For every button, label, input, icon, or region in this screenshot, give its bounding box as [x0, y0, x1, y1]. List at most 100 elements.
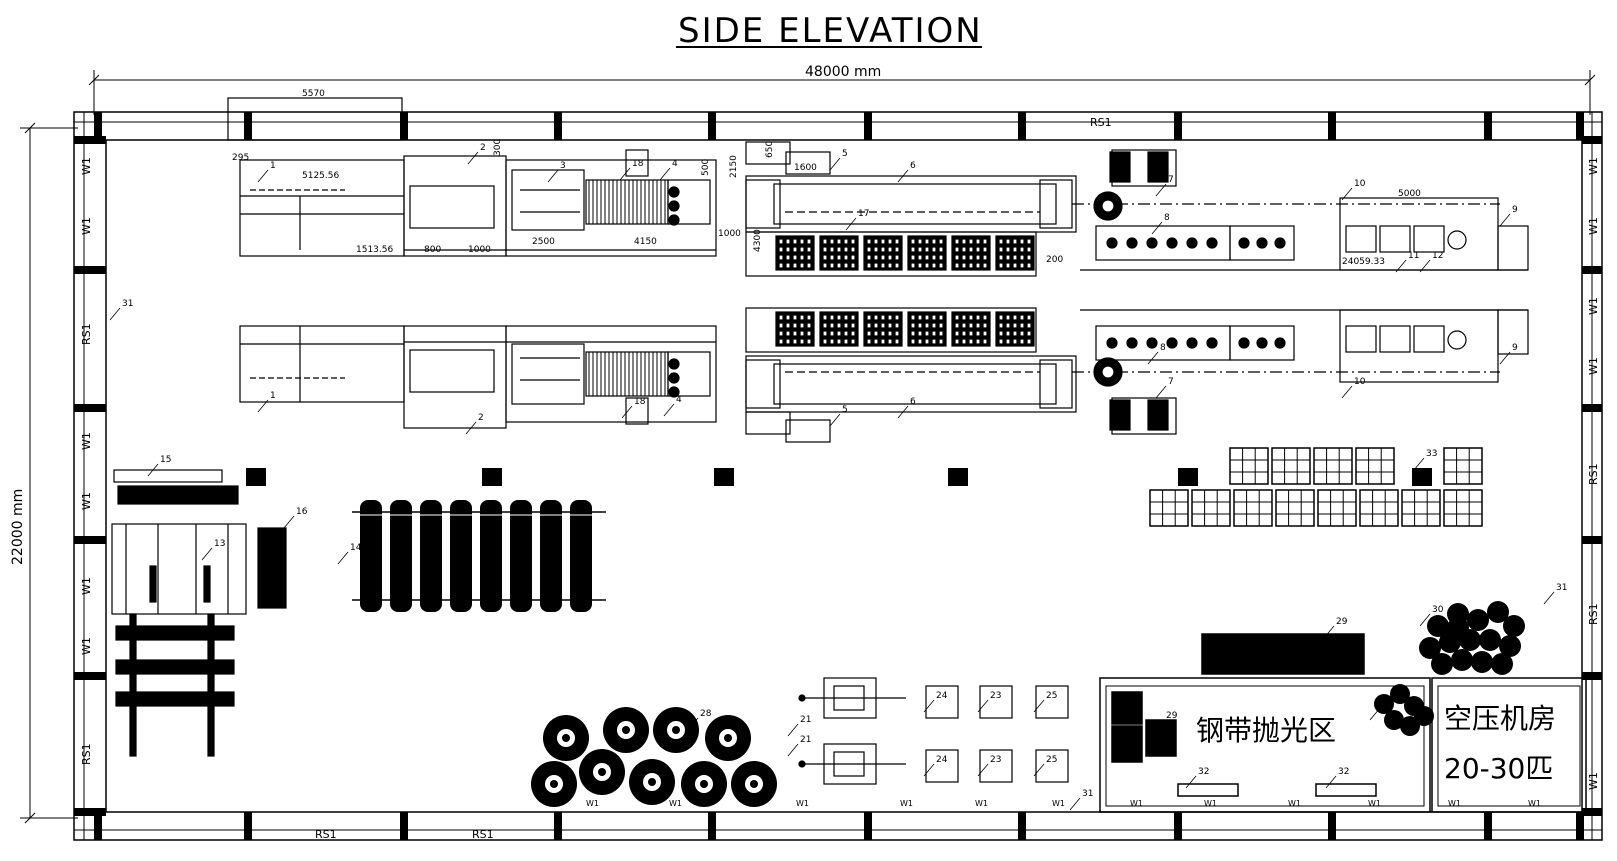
- roller-5: [1206, 337, 1218, 349]
- drawing-title: SIDE ELEVATION: [678, 11, 983, 51]
- wall-label-bottom-w1-8: W1: [1288, 799, 1301, 808]
- callout-5-17: 5: [842, 405, 848, 415]
- coil-rack-5: [510, 500, 532, 612]
- storage-grid-10: [1359, 489, 1399, 527]
- wall-label-bottom-rs1-a: RS1: [315, 828, 337, 841]
- callout-17-12: 17: [858, 209, 869, 219]
- tank-5: [1419, 637, 1441, 659]
- callout-16-25: 16: [296, 507, 308, 517]
- column-top-6: [1018, 112, 1026, 140]
- dim-5000: 5000: [1398, 189, 1421, 199]
- column-left-3: [74, 536, 106, 544]
- wall-label-bottom-w1-11: W1: [1528, 799, 1541, 808]
- callout-10-9: 10: [1354, 179, 1366, 189]
- column-top-1: [244, 112, 252, 140]
- storage-grid-5: [1149, 489, 1189, 527]
- callout-9-8: 9: [1512, 205, 1518, 215]
- wall-label-left-3: W1: [80, 432, 93, 450]
- storage-grid-3: [1355, 447, 1395, 485]
- storage-grid-12: [1443, 489, 1483, 527]
- production-line-lower: [239, 307, 1529, 443]
- tank-13: [1491, 653, 1513, 675]
- column-top-7: [1174, 112, 1182, 140]
- storage-grid-11: [1401, 489, 1441, 527]
- tank-8: [1479, 629, 1501, 651]
- production-line-upper: [227, 97, 1529, 277]
- coil-rack-0: [360, 500, 382, 612]
- dim-4150: 4150: [634, 237, 657, 247]
- dim-200: 200: [1046, 255, 1063, 265]
- polishing-area-label: 钢带抛光区: [1196, 714, 1336, 747]
- column-left-1: [74, 266, 106, 274]
- column-top-4: [708, 112, 716, 140]
- callout-31-29: 31: [1556, 583, 1567, 593]
- small-tank-cluster: [1374, 684, 1434, 736]
- wall-label-bottom-w1-3: W1: [900, 799, 913, 808]
- callout-32-37: 32: [1338, 767, 1349, 777]
- callout-7-19: 7: [1168, 377, 1174, 387]
- wall-label-bottom-w1-10: W1: [1448, 799, 1461, 808]
- callout-28-38: 28: [700, 709, 712, 719]
- tank-14: [1447, 617, 1469, 639]
- callout-3-2: 3: [560, 161, 566, 171]
- wall-label-right-3: W1: [1587, 357, 1600, 375]
- dim-1513: 1513.56: [356, 245, 393, 255]
- tank-3: [1487, 601, 1509, 623]
- column-bottom-0: [94, 812, 102, 840]
- column-right-1: [1582, 266, 1602, 274]
- wall-label-bottom-w1-1: W1: [669, 799, 682, 808]
- tank-10: [1431, 653, 1453, 675]
- roller-8: [1274, 337, 1286, 349]
- coil-rack-1: [390, 500, 412, 612]
- wall-label-bottom-w1-7: W1: [1204, 799, 1217, 808]
- storage-grid-6: [1191, 489, 1231, 527]
- column-left-0: [74, 136, 106, 144]
- roller-3: [1166, 237, 1178, 249]
- callout-31-28: 31: [122, 299, 133, 309]
- coil-rack-2: [420, 500, 442, 612]
- callout-9-21: 9: [1512, 343, 1518, 353]
- roller-3: [1166, 337, 1178, 349]
- callout-8-20: 8: [1160, 343, 1166, 353]
- coil-rack-7: [570, 500, 592, 612]
- callout-21-39: 21: [800, 715, 811, 725]
- grid-storage-area: [1149, 447, 1483, 527]
- column-top-8: [1328, 112, 1336, 140]
- callout-2-15: 2: [478, 413, 484, 423]
- storage-grid-4: [1443, 447, 1483, 485]
- wall-label-right-5: RS1: [1587, 603, 1600, 625]
- callout-29-34: 29: [1166, 711, 1178, 721]
- tank-4: [1503, 615, 1525, 637]
- column-top-10: [1576, 112, 1584, 140]
- wall-label-left-4: W1: [80, 492, 93, 510]
- callout-29-33: 29: [1336, 617, 1348, 627]
- wall-label-left-0: W1: [80, 157, 93, 175]
- roller-0: [1106, 237, 1118, 249]
- dim-295: 295: [232, 153, 249, 163]
- wall-label-left-2: RS1: [80, 323, 93, 345]
- small-machines: [798, 677, 1069, 785]
- callout-8-7: 8: [1164, 213, 1170, 223]
- column-right-5: [1582, 808, 1602, 816]
- roller-8: [1274, 237, 1286, 249]
- roller-2: [1146, 237, 1158, 249]
- column-right-2: [1582, 404, 1602, 412]
- floor-markers: [246, 468, 1432, 486]
- wall-label-right-6: W1: [1587, 772, 1600, 790]
- column-left-4: [74, 672, 106, 680]
- roller-4: [1186, 237, 1198, 249]
- column-bottom-10: [1576, 812, 1584, 840]
- callout-12-11: 12: [1432, 251, 1443, 261]
- compressor-room-label: 空压机房: [1444, 702, 1556, 735]
- roller-6: [1238, 237, 1250, 249]
- dim-1600: 1600: [794, 163, 817, 173]
- callout-11-10: 11: [1408, 251, 1419, 261]
- column-bottom-2: [400, 812, 408, 840]
- column-top-0: [94, 112, 102, 140]
- small-tank-1: [1390, 684, 1410, 704]
- dim-650: 650: [765, 141, 775, 158]
- dim-300: 300: [493, 139, 503, 156]
- callout-21-40: 21: [800, 735, 811, 745]
